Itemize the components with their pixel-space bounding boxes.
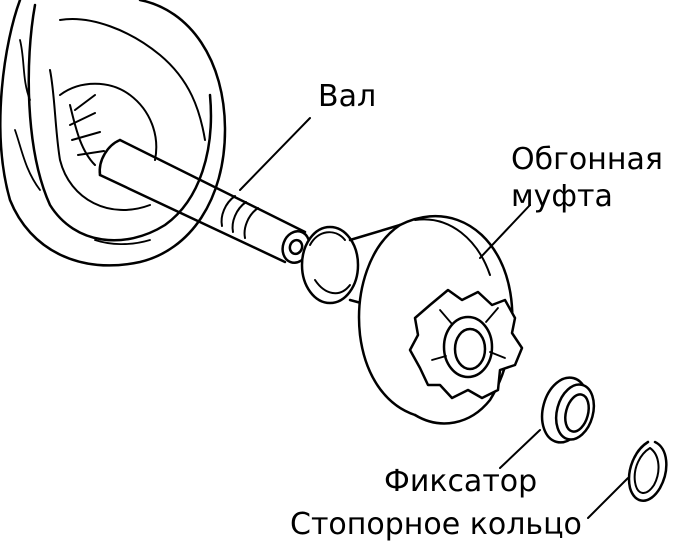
leader-line-retainer <box>499 429 541 469</box>
label-shaft: Вал <box>318 79 377 114</box>
label-overrunning-clutch-line2: муфта <box>511 179 613 214</box>
leader-line-clutch <box>479 204 531 259</box>
retainer-part <box>540 376 596 444</box>
snap-ring-part <box>627 440 668 502</box>
leader-line-shaft <box>239 117 311 191</box>
label-retainer: Фиксатор <box>384 464 538 499</box>
leader-line-snap-ring <box>587 477 629 519</box>
label-overrunning-clutch-line1: Обгонная <box>511 142 663 177</box>
shaft-part <box>98 138 311 264</box>
starter-housing <box>0 0 227 267</box>
label-snap-ring: Стопорное кольцо <box>290 507 582 542</box>
overrunning-clutch-part <box>300 215 524 425</box>
